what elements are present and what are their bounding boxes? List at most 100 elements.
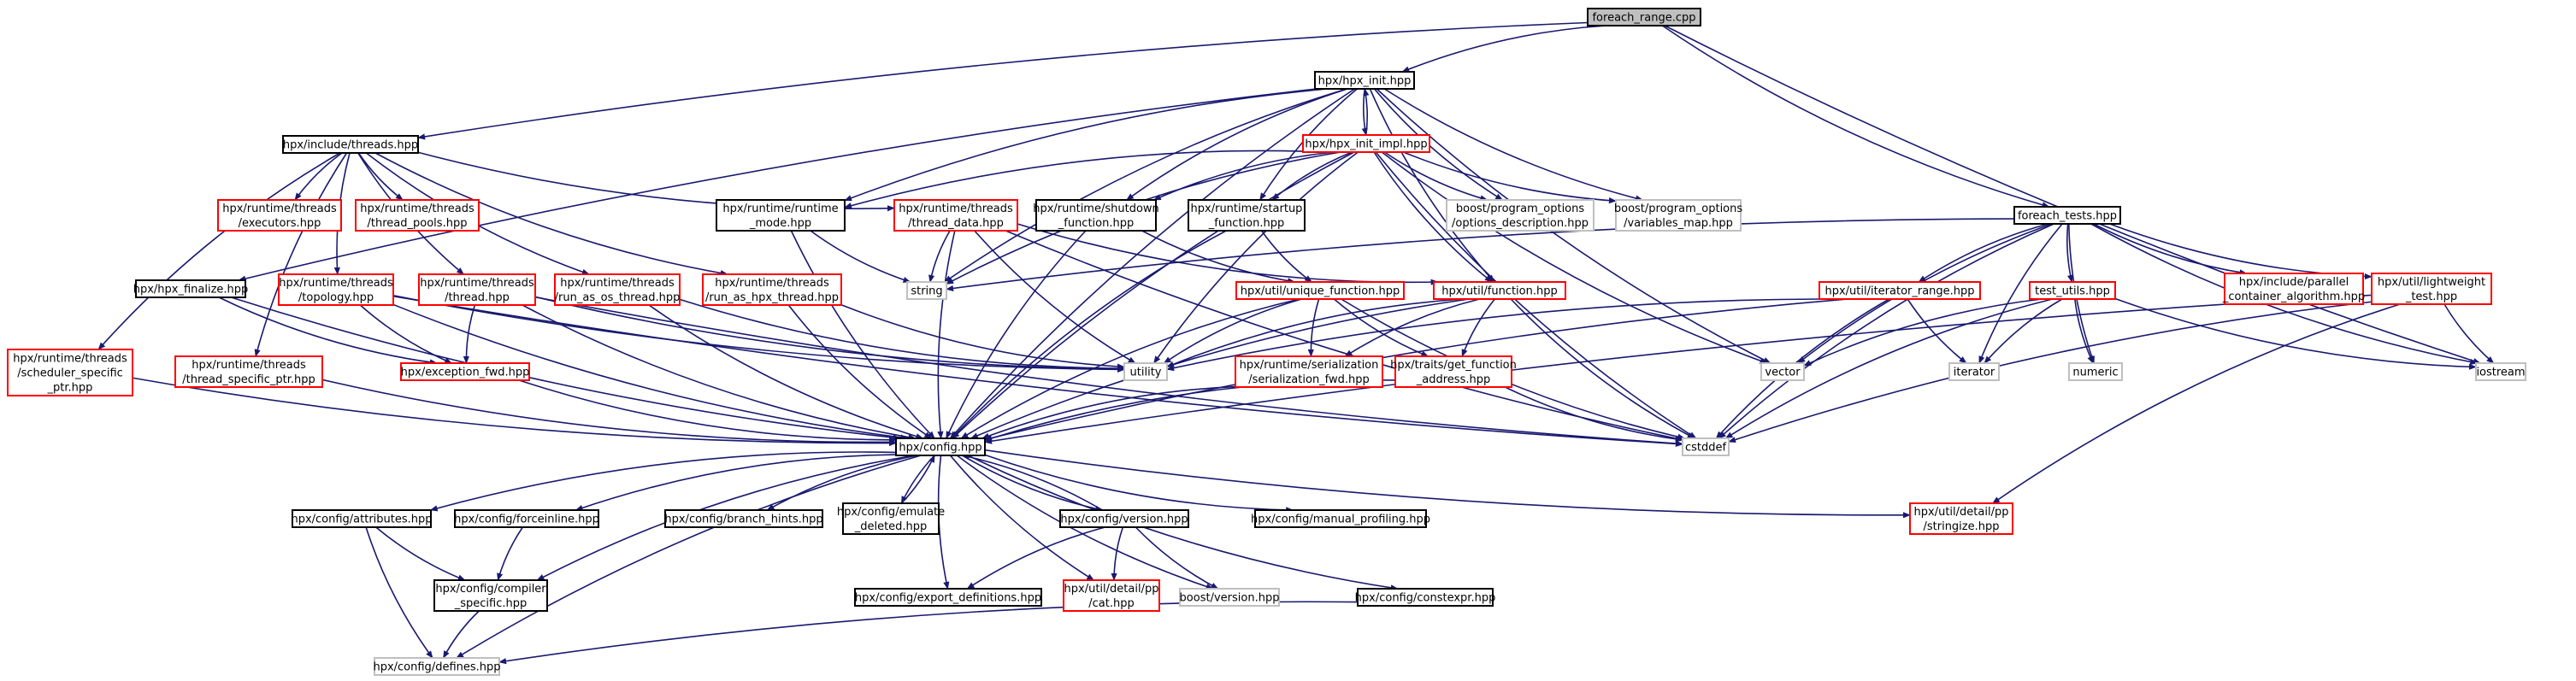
node-iostream[interactable]: iostream: [2475, 362, 2526, 381]
node-exception_fwd[interactable]: hpx/exception_fwd.hpp: [400, 362, 530, 381]
node-executors[interactable]: hpx/runtime/threads/executors.hpp: [217, 199, 342, 232]
node-lightweight_test[interactable]: hpx/util/lightweight_test.hpp: [2371, 273, 2492, 305]
edge-hpx_init-to-variables_map: [1383, 88, 1644, 202]
edge-test_utils-to-numeric: [2074, 298, 2094, 364]
node-parallel_container[interactable]: hpx/include/parallel_container_algorithm…: [2222, 273, 2365, 305]
edge-thread-to-exception_fwd: [463, 304, 476, 364]
edge-test_utils-to-iostream: [2114, 297, 2477, 370]
edge-config-to-emulate_deleted: [900, 455, 935, 504]
node-include_threads[interactable]: hpx/include/threads.hpp: [282, 135, 419, 154]
node-test_utils[interactable]: test_utils.hpp: [2029, 281, 2116, 300]
node-box: [1235, 355, 1383, 388]
edge-hpx_init-to-util_function: [1369, 88, 1495, 283]
edge-config-to-manual_profiling: [984, 454, 1294, 514]
node-hpx_init[interactable]: hpx/hpx_init.hpp: [1314, 71, 1415, 90]
edge-topology-to-utility: [392, 295, 1125, 373]
edge-config-to-boost_version: [956, 455, 1214, 590]
edge-hpx_init-to-vector: [1376, 88, 1771, 364]
node-run_as_os_thread[interactable]: hpx/runtime/threads/run_as_os_thread.hpp: [554, 273, 681, 306]
edge-scheduler_specific_ptr-to-config: [132, 377, 897, 447]
node-get_function_address[interactable]: hpx/traits/get_function_address.hpp: [1390, 355, 1517, 388]
node-runtime_mode[interactable]: hpx/runtime/runtime_mode.hpp: [716, 199, 846, 232]
node-constexpr[interactable]: hpx/config/constexpr.hpp: [1355, 588, 1496, 607]
edge-config-to-defines: [456, 455, 922, 659]
edge-unique_function-to-utility: [1163, 298, 1302, 364]
node-label: hpx/runtime/threads: [899, 203, 1013, 215]
node-iterator[interactable]: iterator: [1948, 362, 2000, 381]
node-startup_function[interactable]: hpx/runtime/startup_function.hpp: [1188, 199, 1306, 232]
node-thread_data[interactable]: hpx/runtime/threads/thread_data.hpp: [893, 199, 1018, 232]
node-thread_pools[interactable]: hpx/runtime/threads/thread_pools.hpp: [355, 199, 480, 232]
node-label: /variables_map.hpp: [1624, 217, 1733, 230]
edge-iterator_range-to-config: [984, 298, 1848, 442]
node-box: [702, 273, 842, 306]
node-export_definitions[interactable]: hpx/config/export_definitions.hpp: [854, 588, 1042, 607]
edge-test_utils-to-cstddef: [1724, 298, 2053, 439]
node-emulate_deleted[interactable]: hpx/config/emulate_deleted.hpp: [837, 502, 945, 535]
node-box: [7, 349, 133, 396]
node-boost_version[interactable]: boost/version.hpp: [1179, 588, 1280, 607]
edge-include_threads-to-run_as_hpx_thread: [374, 152, 728, 277]
edge-foreach_tests-to-lightweight_test: [2109, 223, 2373, 280]
edge-hpx_init-to-hpx_finalize: [238, 88, 1317, 282]
node-branch_hints[interactable]: hpx/config/branch_hints.hpp: [664, 509, 823, 528]
node-manual_profiling[interactable]: hpx/config/manual_profiling.hpp: [1251, 509, 1430, 528]
node-shutdown_function[interactable]: hpx/runtime/shutdown_function.hpp: [1033, 199, 1159, 232]
node-label: boost/version.hpp: [1180, 592, 1280, 605]
node-label: numeric: [2072, 367, 2118, 379]
node-box: [2475, 362, 2526, 381]
node-box: [418, 273, 536, 306]
edge-thread_data-to-string: [928, 230, 951, 283]
node-box: [1760, 362, 1805, 381]
node-topology[interactable]: hpx/runtime/threads/topology.hpp: [278, 273, 394, 306]
node-pp_cat[interactable]: hpx/util/detail/pp/cat.hpp: [1063, 579, 1160, 612]
node-variables_map[interactable]: boost/program_options/variables_map.hpp: [1614, 199, 1743, 232]
edge-hpx_init_impl-to-variables_map: [1403, 151, 1617, 204]
edge-shutdown_function-to-unique_function: [1141, 230, 1296, 285]
node-defines[interactable]: hpx/config/defines.hpp: [373, 657, 501, 676]
node-unique_function[interactable]: hpx/util/unique_function.hpp: [1235, 281, 1405, 300]
node-options_description[interactable]: boost/program_options/options_descriptio…: [1446, 199, 1595, 232]
node-label: hpx/runtime/threads: [279, 277, 393, 290]
edge-thread_data-to-config: [937, 230, 956, 439]
node-hpx_finalize[interactable]: hpx/hpx_finalize.hpp: [133, 279, 249, 298]
edge-test_utils-to-vector: [1803, 298, 2043, 367]
node-vector[interactable]: vector: [1760, 362, 1805, 381]
edge-runtime_mode-to-string: [810, 230, 911, 283]
node-utility[interactable]: utility: [1123, 362, 1168, 381]
node-forceinline[interactable]: hpx/config/forceinline.hpp: [454, 509, 599, 528]
node-box: [1446, 199, 1595, 232]
node-attributes[interactable]: hpx/config/attributes.hpp: [291, 509, 433, 528]
node-foreach_tests[interactable]: foreach_tests.hpp: [2013, 206, 2121, 225]
edge-startup_function-to-unique_function: [1260, 230, 1312, 283]
node-thread_specific_ptr[interactable]: hpx/runtime/threads/thread_specific_ptr.…: [174, 355, 323, 388]
node-util_function[interactable]: hpx/util/function.hpp: [1433, 281, 1566, 300]
edge-config-to-pp_cat: [949, 455, 1095, 581]
node-config_version[interactable]: hpx/config/version.hpp: [1059, 509, 1189, 528]
node-label: iterator: [1954, 367, 1995, 379]
node-serialization_fwd[interactable]: hpx/runtime/serialization/serialization_…: [1235, 355, 1383, 388]
node-scheduler_specific_ptr[interactable]: hpx/runtime/threads/scheduler_specific_p…: [7, 349, 133, 396]
node-box: [1035, 199, 1157, 232]
node-label: /topology.hpp: [298, 291, 374, 304]
edge-runtime_mode-to-config: [790, 230, 935, 439]
node-label: _ptr.hpp: [47, 382, 93, 395]
node-box: [1587, 8, 1701, 26]
node-compiler_specific[interactable]: hpx/config/compiler_specific.hpp: [433, 579, 548, 612]
node-box: [2029, 281, 2116, 300]
node-hpx_init_impl[interactable]: hpx/hpx_init_impl.hpp: [1302, 134, 1430, 153]
node-label: hpx/runtime/serialization: [1240, 359, 1379, 372]
node-config[interactable]: hpx/config.hpp: [895, 437, 986, 456]
node-run_as_hpx_thread[interactable]: hpx/runtime/threads/run_as_hpx_thread.hp…: [702, 273, 842, 306]
node-string[interactable]: string: [906, 281, 947, 300]
node-iterator_range[interactable]: hpx/util/iterator_range.hpp: [1819, 281, 1981, 300]
node-thread[interactable]: hpx/runtime/threads/thread.hpp: [418, 273, 536, 306]
node-label: hpx/config/compiler: [435, 583, 546, 596]
node-box: [1235, 281, 1405, 300]
edge-foreach_tests-to-iostream: [2090, 223, 2479, 366]
node-cstddef[interactable]: cstddef: [1682, 437, 1730, 456]
node-stringize[interactable]: hpx/util/detail/pp/stringize.hpp: [1909, 502, 2013, 535]
edge-hpx_init-to-options_description: [1373, 88, 1504, 201]
node-numeric[interactable]: numeric: [2068, 362, 2123, 381]
node-label: hpx/traits/get_function: [1390, 359, 1517, 372]
